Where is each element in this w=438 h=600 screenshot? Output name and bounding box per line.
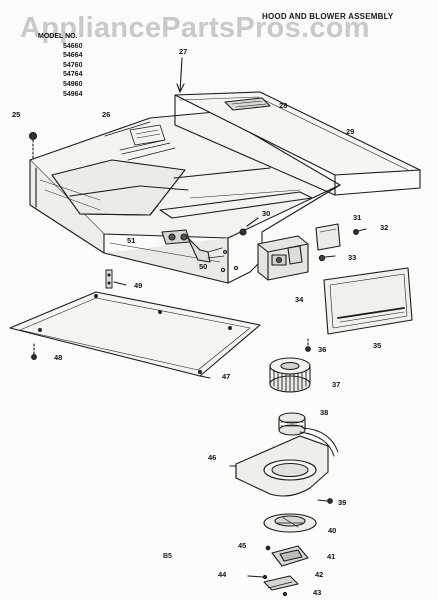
screw-30: [239, 217, 259, 236]
callout-40: 40: [328, 526, 337, 535]
clip-49: [105, 269, 127, 289]
callout-35: 35: [373, 341, 382, 350]
screw-39: [317, 498, 333, 504]
model-number: 54964: [63, 90, 83, 98]
callout-42: 42: [315, 570, 324, 579]
screw-36: [305, 338, 311, 352]
model-number: 54764: [63, 71, 83, 79]
callout-36: 36: [318, 345, 327, 354]
bracket-31: [315, 223, 367, 262]
model-header: MODEL NO.: [38, 33, 78, 40]
callout-31: 31: [353, 213, 362, 222]
model-number: 54664: [63, 52, 83, 60]
callout-46: 46: [208, 453, 217, 462]
damper-flap: [247, 574, 299, 597]
model-number: 54660: [63, 42, 83, 50]
callout-38: 38: [320, 408, 329, 417]
callout-51: 51: [127, 236, 136, 245]
callout-29: 29: [346, 127, 355, 136]
callout-34: 34: [295, 295, 304, 304]
callout-30: 30: [262, 209, 271, 218]
watermark: AppliancePartsPros.com: [20, 12, 370, 44]
callout-43: 43: [313, 588, 322, 597]
callout-41: 41: [327, 552, 336, 561]
callout-26: 26: [102, 110, 111, 119]
callout-37: 37: [332, 380, 341, 389]
callout-48: 48: [54, 353, 63, 362]
damper-ring: [263, 513, 317, 533]
diagram-title: HOOD AND BLOWER ASSEMBLY: [262, 12, 394, 21]
screw-25: [28, 131, 38, 161]
grease-filter: [323, 267, 413, 335]
callout-44: 44: [218, 570, 227, 579]
screw-45: [265, 545, 271, 551]
callout-50: 50: [199, 262, 208, 271]
callout-33: 33: [348, 253, 357, 262]
blower-housing: [229, 435, 329, 497]
control-box: [257, 235, 309, 281]
top-cover-panel: [174, 91, 421, 196]
bottom-plate: [9, 291, 261, 379]
callout-47: 47: [222, 372, 231, 381]
damper-plate: [271, 545, 309, 567]
model-number: 54960: [63, 80, 83, 88]
callout-49: 49: [134, 281, 143, 290]
model-list: MODEL NO. 54660 54664 54760 54764 54960 …: [38, 32, 82, 99]
blower-wheel: [269, 357, 311, 393]
callout-32: 32: [380, 223, 389, 232]
switch-assembly: [161, 229, 225, 263]
callout-39: 39: [338, 498, 347, 507]
page-code: B5: [163, 553, 172, 560]
blower-motor: [278, 412, 339, 457]
callout-25: 25: [12, 110, 21, 119]
callout-27: 27: [179, 47, 188, 56]
leader-27: [179, 57, 183, 93]
callout-45: 45: [238, 541, 247, 550]
callout-28: 28: [279, 101, 288, 110]
model-number: 54760: [63, 61, 83, 69]
arrow-27: [176, 83, 185, 93]
